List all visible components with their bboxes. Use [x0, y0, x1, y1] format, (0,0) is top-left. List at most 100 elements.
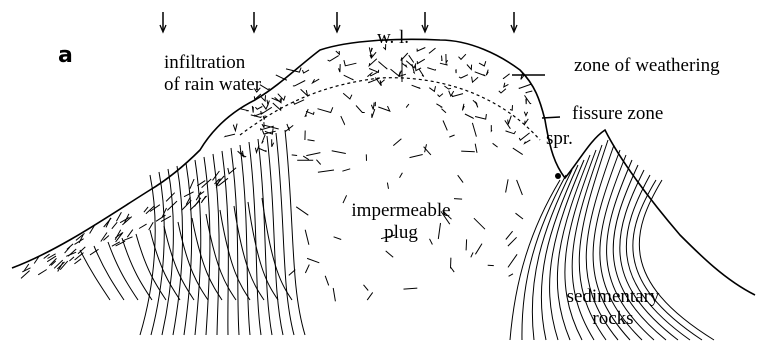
- crown-stroke: [475, 72, 486, 76]
- plug-fracture: [386, 251, 394, 257]
- left-bedding-line: [184, 163, 192, 335]
- plug-fracture: [393, 139, 401, 146]
- crown-stroke: [378, 106, 390, 111]
- plug-fracture: [292, 155, 297, 156]
- crown-stroke: [293, 81, 305, 86]
- crown-stroke: [262, 122, 264, 128]
- crown-stroke: [375, 102, 376, 106]
- plug-fracture: [333, 288, 335, 301]
- infiltration-label-line2: of rain water: [164, 74, 261, 96]
- left-bedding-line: [231, 148, 239, 335]
- crown-stroke: [336, 51, 340, 54]
- crown-stroke: [429, 86, 435, 91]
- left-bedding-line: [276, 133, 294, 335]
- left-bedding-line: [240, 145, 250, 335]
- plug-fracture: [509, 274, 513, 277]
- crown-stroke: [442, 109, 447, 113]
- crown-stroke: [491, 125, 492, 131]
- lower-bedding-line: [234, 206, 264, 300]
- left-bedding-line: [204, 157, 210, 335]
- crown-stroke: [260, 85, 270, 90]
- plug-fracture: [305, 265, 309, 273]
- crown-stroke: [519, 84, 532, 88]
- crown-stroke: [452, 94, 463, 97]
- left-rock-stroke: [184, 192, 194, 197]
- weathering-crown-texture: [225, 44, 532, 174]
- crown-stroke: [419, 69, 424, 77]
- rain-arrows: [160, 12, 517, 32]
- crown-stroke: [369, 69, 379, 73]
- crown-stroke: [475, 114, 486, 119]
- crown-stroke: [441, 56, 442, 61]
- plug-fracture: [458, 175, 463, 182]
- crown-stroke: [479, 61, 486, 66]
- crown-stroke: [506, 131, 516, 134]
- left-rock-stroke: [116, 212, 121, 221]
- crown-stroke: [459, 54, 466, 59]
- plug-fracture: [474, 218, 485, 229]
- left-rock-stroke: [112, 222, 117, 229]
- crown-stroke: [261, 126, 274, 130]
- crown-stroke: [313, 79, 320, 83]
- crown-stroke: [272, 139, 274, 147]
- crown-stroke: [446, 54, 448, 63]
- left-rock-stroke: [139, 224, 147, 228]
- crown-stroke: [409, 55, 414, 62]
- left-rock-stroke: [67, 244, 73, 250]
- plug-fracture: [318, 170, 334, 172]
- left-rock-stroke: [190, 202, 199, 211]
- spring-marker: [555, 173, 561, 179]
- crown-stroke: [429, 48, 436, 53]
- crown-stroke: [508, 116, 512, 125]
- crown-stroke: [462, 104, 464, 111]
- plug-fracture: [306, 153, 320, 156]
- crown-stroke: [472, 77, 479, 83]
- infiltration-label-line1: infiltration: [164, 52, 245, 74]
- crown-stroke: [417, 59, 425, 63]
- crown-stroke: [228, 168, 236, 174]
- lower-bedding-line: [122, 238, 152, 300]
- crown-stroke: [510, 105, 513, 110]
- left-flank-rocks: [21, 171, 228, 278]
- left-bedding-line: [267, 136, 283, 335]
- crown-stroke: [293, 100, 304, 104]
- left-rock-stroke: [75, 239, 84, 245]
- crown-stroke: [415, 65, 421, 71]
- crown-stroke: [526, 91, 533, 93]
- crown-stroke: [412, 85, 421, 88]
- left-rock-stroke: [38, 270, 47, 275]
- plug-fracture: [387, 183, 388, 189]
- plug-fracture: [516, 213, 524, 219]
- crown-stroke: [371, 48, 372, 52]
- crown-stroke: [341, 116, 345, 124]
- crown-stroke: [233, 124, 237, 131]
- plug-fracture: [461, 151, 475, 152]
- plug-fracture: [342, 169, 350, 171]
- crown-stroke: [459, 75, 468, 78]
- crown-stroke: [402, 63, 407, 67]
- crown-stroke: [241, 109, 249, 111]
- crown-stroke: [262, 135, 266, 144]
- rain-arrow: [334, 12, 340, 32]
- rain-arrow: [422, 12, 428, 32]
- crown-stroke: [301, 89, 308, 96]
- lower-bedding-line: [220, 210, 250, 300]
- crown-stroke: [344, 75, 354, 80]
- spring-label: spr.: [546, 128, 573, 150]
- crown-stroke: [503, 74, 510, 79]
- plug-fracture: [305, 230, 309, 245]
- water-level-label: w. l.: [377, 27, 409, 49]
- crown-stroke: [486, 70, 488, 76]
- crown-stroke: [406, 104, 409, 107]
- plug-fracture: [517, 180, 523, 195]
- plug-fracture: [475, 144, 477, 153]
- crown-stroke: [504, 83, 509, 87]
- plug-fracture: [325, 276, 329, 286]
- left-bedding-line: [173, 166, 183, 335]
- lower-bedding-line: [108, 242, 138, 300]
- crown-stroke: [391, 69, 401, 76]
- left-bedding-line: [249, 142, 261, 335]
- crown-stroke: [465, 114, 473, 118]
- crown-stroke: [524, 112, 527, 116]
